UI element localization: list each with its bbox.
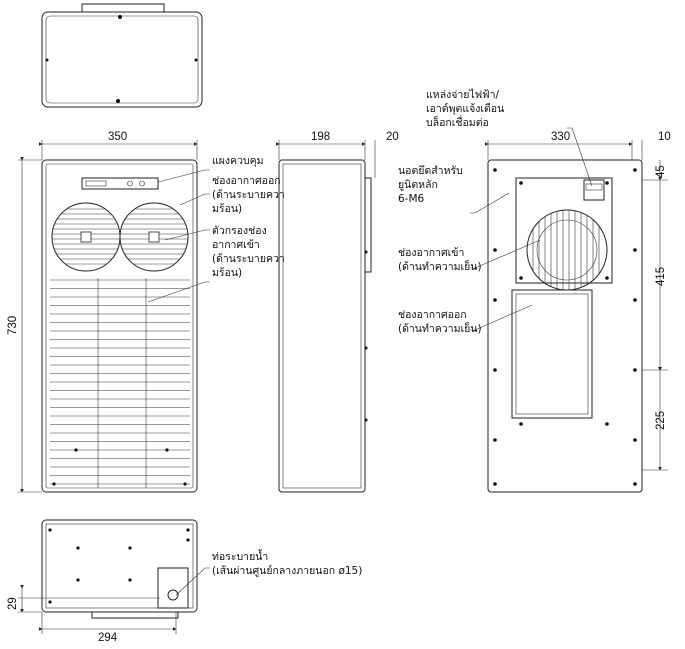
- dim-rear-mid: 415: [655, 267, 667, 286]
- dim-side-depth: 198: [311, 131, 330, 143]
- label-cold-outlet-2: (ด้านทำความเย็น): [398, 321, 482, 335]
- bottom-bolt: [48, 600, 52, 604]
- rear-bolt: [493, 298, 497, 302]
- label-power-terminal-1: แหล่งจ่ายไฟฟ้า/: [426, 88, 499, 101]
- bottom-bolt: [128, 546, 132, 550]
- rear-bolt: [605, 181, 609, 185]
- dim-rear-bottom: 225: [655, 411, 667, 430]
- label-hot-filter-4: มร้อน): [212, 267, 242, 279]
- front-view: [41, 159, 198, 493]
- label-hot-outlet-3: มร้อน): [212, 203, 242, 215]
- drain-pipe: [167, 589, 179, 601]
- dim-side-protrusion: 20: [386, 131, 399, 143]
- terminal-block: [583, 179, 605, 201]
- dim-front-width: 350: [108, 131, 127, 143]
- label-hot-filter-2: อากาศเข้า: [212, 239, 260, 251]
- rear-bolt: [633, 298, 637, 302]
- label-cold-inlet-1: ช่องอากาศเข้า: [398, 247, 464, 259]
- label-mounting-stud-3: 6-M6: [398, 193, 425, 205]
- label-hot-outlet-1: ช่องอากาศออก: [212, 175, 281, 187]
- label-power-terminal-2: เอาต์พุตแจ้งเตือน: [426, 102, 504, 115]
- rear-bolt: [633, 168, 637, 172]
- label-mounting-stud-2: ยูนิตหลัก: [398, 179, 438, 191]
- label-cold-inlet-2: (ด้านทำความเย็น): [398, 259, 482, 273]
- dim-rear-top: 45: [655, 165, 667, 178]
- rear-bolt: [633, 248, 637, 252]
- fan-hub: [148, 231, 160, 243]
- leader-lines: [147, 127, 593, 596]
- rear-bolt: [633, 482, 637, 486]
- rear-bolt: [493, 438, 497, 442]
- drain-box: [157, 567, 189, 609]
- dim-rear-margin: 10: [658, 131, 671, 143]
- dim-rear-width: 330: [551, 131, 570, 143]
- label-power-terminal-3: บล็อกเชื่อมต่อ: [426, 115, 489, 129]
- bottom-view: 294 29: [7, 519, 198, 644]
- label-drain-1: ท่อระบายน้ำ: [212, 549, 268, 563]
- dim-front-height: 730: [7, 316, 19, 335]
- rear-bolt: [633, 368, 637, 372]
- rear-upper-panel: [515, 177, 613, 284]
- label-hot-outlet-2: (ด้านระบายควา: [212, 189, 285, 201]
- rear-view: [487, 159, 643, 493]
- control-panel-box: [81, 177, 159, 190]
- label-control-panel: แผงควบคุม: [212, 155, 264, 167]
- side-view: 198 20: [276, 131, 399, 493]
- bottom-bolt: [76, 546, 80, 550]
- fan-right: [119, 202, 189, 272]
- bottom-bolt: [76, 578, 80, 582]
- rear-lower-outlet: [511, 289, 593, 419]
- label-cold-outlet-1: ช่องอากาศออก: [398, 309, 467, 321]
- label-mounting-stud-1: นอตยึดสำหรับ: [398, 165, 463, 177]
- label-drain-2: (เส้นผ่านศูนย์กลางภายนอก ø15): [212, 564, 362, 577]
- front-dimensions: 350 730: [7, 131, 198, 493]
- rear-bolt: [519, 422, 523, 426]
- callout-labels: แผงควบคุม ช่องอากาศออก (ด้านระบายควา มร้…: [212, 88, 504, 577]
- label-hot-filter-3: (ด้านระบายควา: [212, 253, 285, 265]
- bottom-bolt: [48, 528, 52, 532]
- dim-bottom-width: 294: [98, 632, 118, 644]
- dim-bottom-height: 29: [7, 597, 19, 610]
- rear-bolt: [519, 276, 523, 280]
- label-hot-filter-1: ตัวกรองช่อง: [212, 225, 267, 237]
- fan-hub: [80, 231, 92, 243]
- rear-bolt: [605, 422, 609, 426]
- rear-dimensions: 330 10 45 415 225: [485, 131, 671, 471]
- rear-bolt: [493, 168, 497, 172]
- bottom-bolt: [128, 578, 132, 582]
- rear-bolt: [493, 248, 497, 252]
- rear-bolt: [493, 368, 497, 372]
- rear-bolt: [519, 181, 523, 185]
- bottom-bolt: [186, 538, 190, 542]
- rear-bolt: [633, 438, 637, 442]
- bottom-bolt: [186, 528, 190, 532]
- rear-bolt: [493, 482, 497, 486]
- rear-bolt: [605, 276, 609, 280]
- top-view: [41, 3, 203, 108]
